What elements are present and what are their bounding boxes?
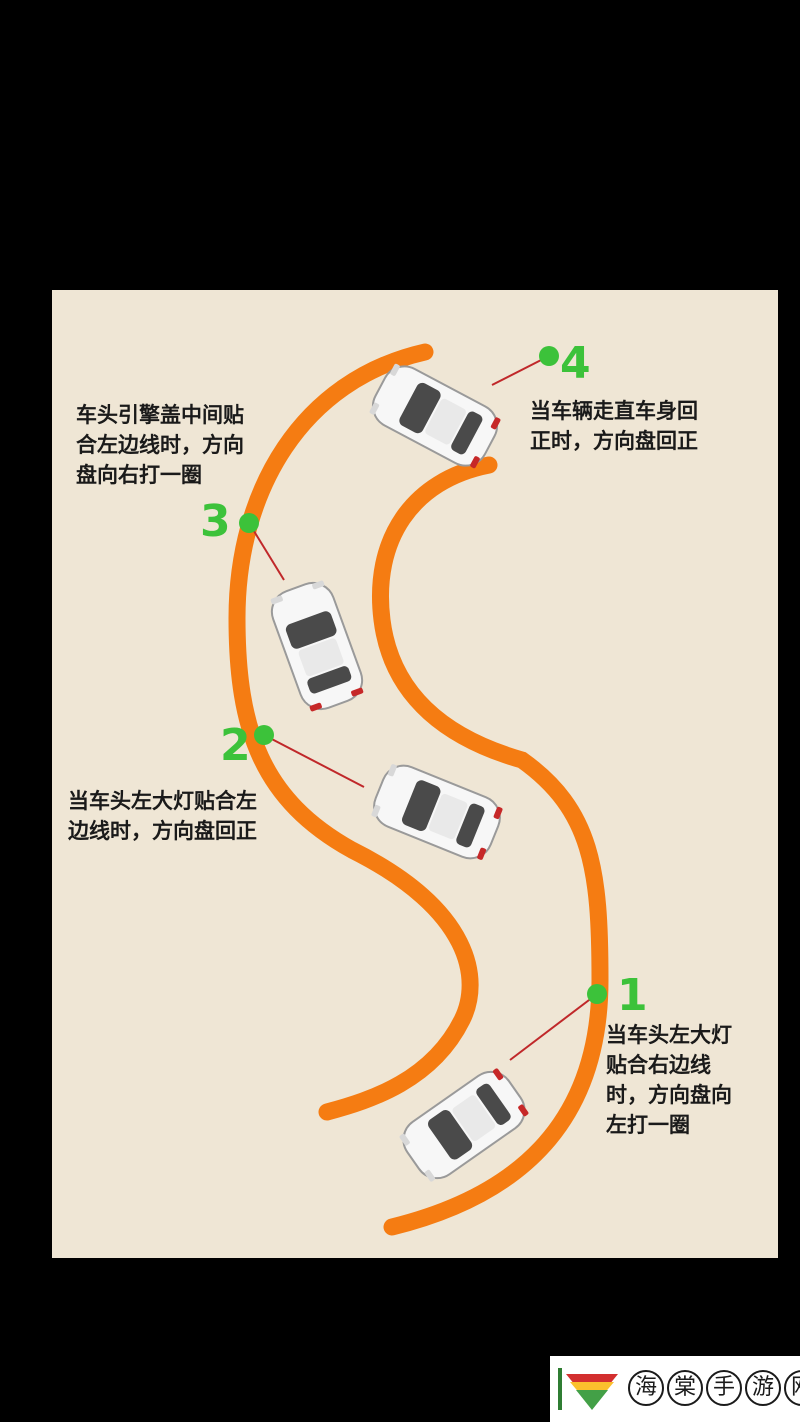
site-logo-icon: [558, 1368, 618, 1410]
step-4-number: 4: [560, 338, 591, 389]
car-2: [366, 758, 508, 866]
watermark-char: 棠: [667, 1370, 703, 1406]
step-4-text: 当车辆走直车身回 正时，方向盘回正: [530, 399, 698, 453]
car-4: [364, 357, 506, 475]
s-curve-diagram: [228, 343, 609, 1236]
marker-2: [254, 725, 274, 745]
marker-3: [239, 513, 259, 533]
car-3: [264, 575, 370, 717]
connector-1: [509, 993, 598, 1061]
marker-1: [587, 984, 607, 1004]
connector-4: [491, 355, 550, 386]
connector-3: [248, 522, 285, 581]
watermark-char: 网: [784, 1370, 800, 1406]
watermark-char: 游: [745, 1370, 781, 1406]
watermark-char: 海: [628, 1370, 664, 1406]
marker-4: [539, 346, 559, 366]
watermark-text: 海 棠 手 游 网: [628, 1370, 800, 1406]
step-1-text: 当车头左大灯 贴合右边线 时，方向盘向 左打一圈: [606, 1023, 732, 1137]
watermark-badge: 海 棠 手 游 网: [550, 1356, 800, 1422]
right-lane-line: [372, 456, 609, 1236]
diagram-panel: 4 3 2 1 当车辆走直车身回 正时，方向盘回正 车头引擎盖中间贴 合左边线时…: [52, 290, 778, 1258]
connector-2: [263, 734, 365, 788]
step-3-text: 车头引擎盖中间贴 合左边线时，方向 盘向右打一圈: [76, 403, 244, 487]
left-lane-line: [228, 343, 479, 1121]
step-1-number: 1: [617, 970, 648, 1021]
step-2-text: 当车头左大灯贴合左 边线时，方向盘回正: [68, 789, 257, 843]
step-2-number: 2: [220, 720, 251, 771]
step-3-number: 3: [200, 496, 231, 547]
watermark-char: 手: [706, 1370, 742, 1406]
